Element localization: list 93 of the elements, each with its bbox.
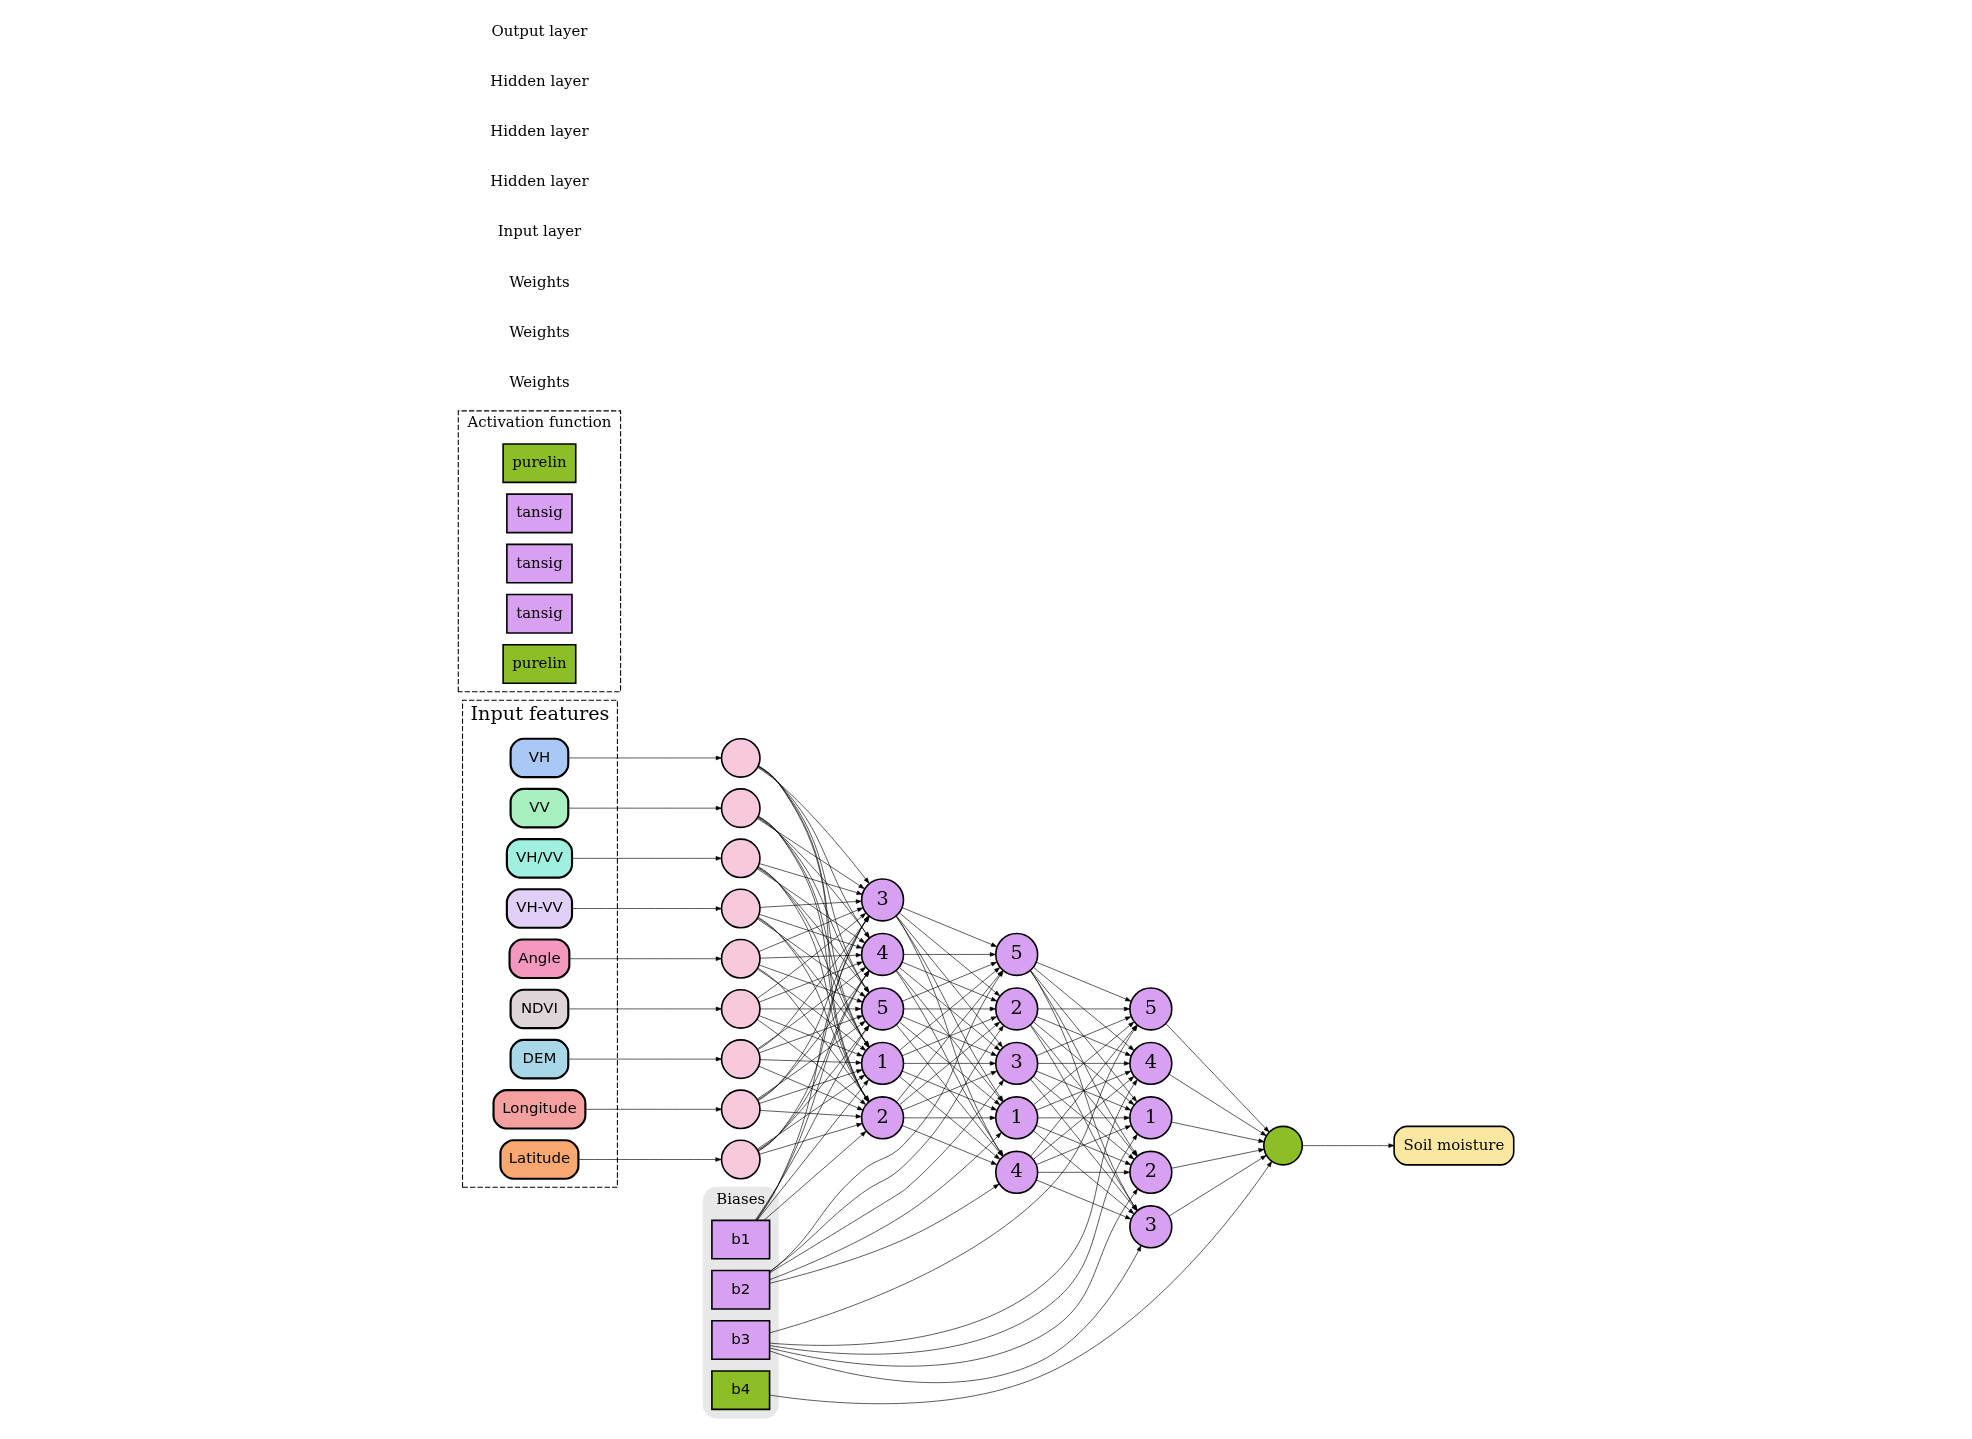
arrow [1171, 1148, 1265, 1169]
node-circle [720, 938, 761, 979]
arrow [1036, 1179, 1132, 1220]
arrow [1037, 1170, 1130, 1175]
arrow [901, 907, 997, 947]
arrow [571, 856, 722, 861]
node-box: NDVI [509, 988, 570, 1030]
node-circle [720, 737, 761, 778]
node-box: tansig [506, 543, 573, 584]
node-box: b3 [711, 1319, 771, 1360]
arrow [758, 913, 863, 949]
node-box: DEM [509, 1038, 570, 1080]
arrow [769, 1245, 1142, 1383]
node-box: VH [509, 737, 570, 779]
node-box: purelin [502, 443, 577, 484]
arrow [758, 1069, 863, 1104]
label: Hidden layer [490, 172, 589, 191]
arrow [1036, 1125, 1132, 1165]
arrow [769, 1161, 1273, 1404]
arrow [568, 755, 722, 761]
arrow [901, 1070, 997, 1111]
label: Weights [509, 373, 570, 392]
arrow [763, 1131, 867, 1221]
arrow [759, 1006, 862, 1012]
arrow [759, 953, 862, 959]
node-circle [720, 988, 761, 1029]
arrow [759, 1123, 863, 1155]
node-box: b4 [711, 1370, 771, 1411]
node-circle [720, 788, 761, 829]
arrow [756, 818, 865, 889]
node-box: Longitude [492, 1089, 587, 1130]
node-box: tansig [506, 493, 573, 534]
arrow [903, 1115, 996, 1121]
arrow [901, 1016, 997, 1056]
arrow [759, 863, 863, 895]
arrow [756, 868, 866, 944]
arrow [758, 907, 864, 952]
node-circle [720, 888, 761, 929]
arrow [1037, 1006, 1130, 1012]
arrow [1037, 1115, 1130, 1121]
arrow [901, 961, 997, 1002]
arrow [899, 913, 1001, 997]
arrow [769, 1183, 1000, 1284]
label: Weights [509, 272, 570, 291]
node-box: b2 [711, 1269, 771, 1310]
arrow [1037, 1061, 1130, 1066]
arrow [899, 967, 1001, 1051]
node-circle [720, 1089, 761, 1130]
label: Weights [509, 322, 570, 341]
label: Hidden layer [490, 122, 589, 141]
arrow [1171, 1121, 1265, 1143]
label: Hidden layer [490, 71, 589, 90]
arrow [903, 952, 996, 957]
arrow [759, 899, 862, 908]
arrow [568, 1056, 722, 1062]
arrow [757, 767, 870, 884]
node-circle [720, 1039, 761, 1080]
node-box: Angle [508, 938, 571, 980]
arrow [1036, 961, 1132, 1002]
node-box: VH/VV [505, 838, 574, 879]
arrow [758, 1065, 864, 1111]
arrow [1166, 1023, 1270, 1133]
arrow [899, 1076, 1001, 1160]
arrow [585, 1107, 722, 1112]
label: Input layer [497, 222, 582, 241]
arrow [1168, 1074, 1267, 1136]
arrow [903, 1006, 996, 1012]
node-box: b1 [711, 1219, 771, 1260]
node-box: tansig [506, 593, 573, 634]
arrow [1033, 967, 1135, 1051]
arrow [759, 1110, 862, 1119]
node-box: Soil moisture [1393, 1125, 1515, 1166]
node-box: VH-VV [505, 888, 574, 929]
arrow [568, 805, 722, 811]
arrow [903, 1061, 996, 1066]
node-box: purelin [502, 643, 577, 684]
arrow [759, 1059, 862, 1065]
arrow [756, 1074, 866, 1150]
node-circle [720, 1139, 761, 1180]
node-box: Latitude [499, 1139, 580, 1180]
arrow [571, 906, 722, 911]
node-circle [720, 838, 761, 879]
arrow [1036, 1070, 1132, 1111]
node-box: VV [509, 787, 570, 829]
arrow [1036, 1016, 1132, 1056]
arrow [569, 956, 722, 961]
arrow [578, 1157, 722, 1162]
arrow [1168, 1155, 1267, 1217]
arrow [769, 1132, 1002, 1281]
arrow [568, 1006, 722, 1012]
arrow [1302, 1143, 1395, 1148]
label: Output layer [491, 21, 588, 40]
arrow [901, 1125, 997, 1165]
